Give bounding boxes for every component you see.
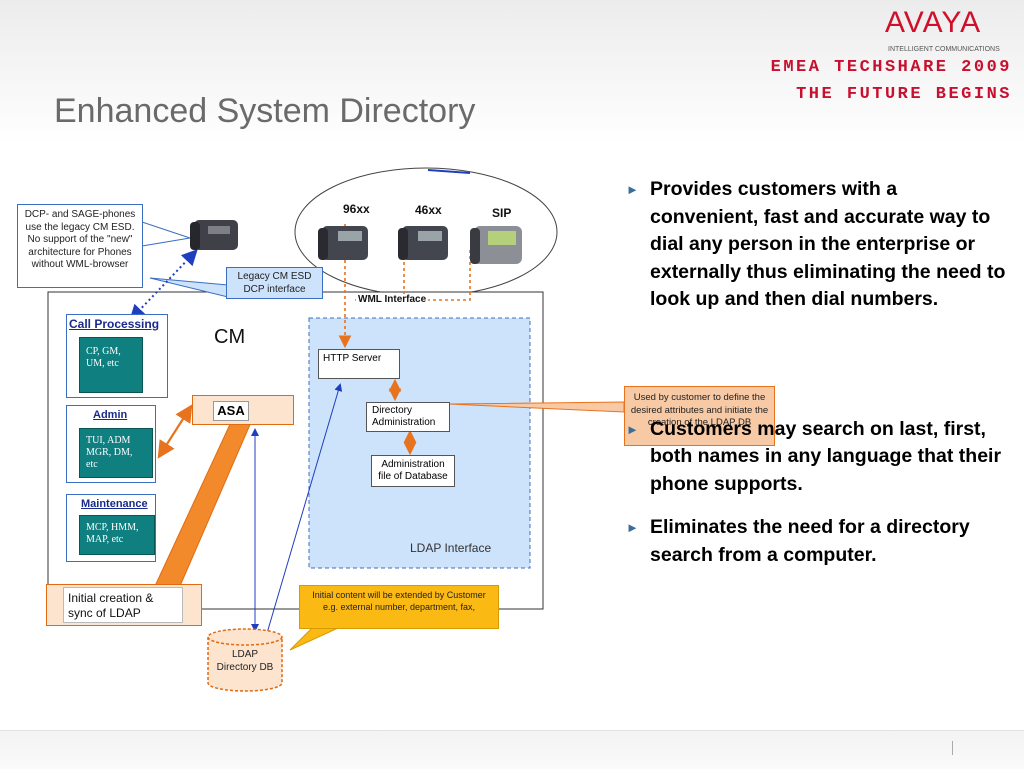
bullet-item: ► Eliminates the need for a directory sea… [624, 514, 1009, 569]
wml-interface-label: WML Interface [356, 294, 429, 305]
conference-line-2: THE FUTURE BEGINS [796, 85, 1012, 104]
bullet-item: ► Provides customers with a convenient, f… [624, 176, 1009, 314]
phone-label-96xx: 96xx [343, 202, 370, 216]
bullet-arrow-icon: ► [626, 520, 639, 535]
legacy-esd-box: Legacy CM ESD DCP interface [226, 267, 323, 299]
initial-sync-label: Initial creation & sync of LDAP [63, 587, 183, 623]
call-processing-box: Call Processing CP, GM, UM, etc [66, 314, 168, 398]
http-server-box: HTTP Server [318, 349, 400, 379]
maintenance-content: MCP, HMM, MAP, etc [79, 515, 155, 555]
maintenance-box: Maintenance MCP, HMM, MAP, etc [66, 494, 156, 562]
customer-callout: Used by customer to define the desired a… [624, 386, 775, 446]
desk-phone-icon [318, 226, 368, 260]
desk-phone-icon [470, 226, 522, 264]
admin-file-box: Administration file of Database [371, 455, 455, 487]
call-processing-title: Call Processing [69, 317, 160, 331]
admin-title: Admin [93, 409, 128, 421]
content-callout: Initial content will be extended by Cust… [299, 585, 499, 629]
dcp-callout: DCP- and SAGE-phones use the legacy CM E… [17, 204, 143, 288]
bullet-text: Customers may search on last, first, bot… [650, 417, 1002, 495]
logo-tagline: INTELLIGENT COMMUNICATIONS [888, 46, 1000, 53]
admin-box: Admin TUI, ADM MGR, DM, etc [66, 405, 156, 483]
phone-label-46xx: 46xx [415, 203, 442, 217]
desk-phone-icon [190, 220, 238, 250]
admin-content: TUI, ADM MGR, DM, etc [79, 428, 153, 478]
slide-title: Enhanced System Directory [54, 92, 476, 130]
asa-box: ASA [192, 395, 294, 425]
bullet-arrow-icon: ► [626, 421, 639, 437]
ldap-interface-label: LDAP Interface [410, 541, 492, 555]
initial-sync-box: Initial creation & sync of LDAP [46, 584, 202, 626]
bullet-text: Provides customers with a convenient, fa… [650, 178, 1006, 310]
asa-label: ASA [213, 401, 249, 421]
bullet-text: Eliminates the need for a directory sear… [650, 516, 970, 566]
call-processing-content: CP, GM, UM, etc [79, 337, 143, 393]
desk-phone-icon [398, 226, 448, 260]
slide-header [0, 0, 1024, 145]
directory-admin-box: Directory Administration [366, 402, 450, 432]
conference-line-1: EMEA TECHSHARE 2009 [770, 58, 1012, 77]
bullet-arrow-icon: ► [626, 182, 639, 197]
bullet-item: ► Customers may search on last, first, bo… [624, 416, 1009, 499]
footer-divider [952, 741, 953, 755]
ldap-db-cylinder [207, 628, 283, 692]
bullet-list: ► Provides customers with a convenient, f… [624, 176, 1009, 569]
cm-label: CM [214, 326, 246, 348]
avaya-logo: AVAYA [885, 6, 982, 39]
slide-footer [0, 730, 1024, 769]
ldap-db-label: LDAP Directory DB [216, 649, 274, 673]
maintenance-title: Maintenance [81, 498, 148, 510]
phone-label-sip: SIP [492, 206, 512, 220]
